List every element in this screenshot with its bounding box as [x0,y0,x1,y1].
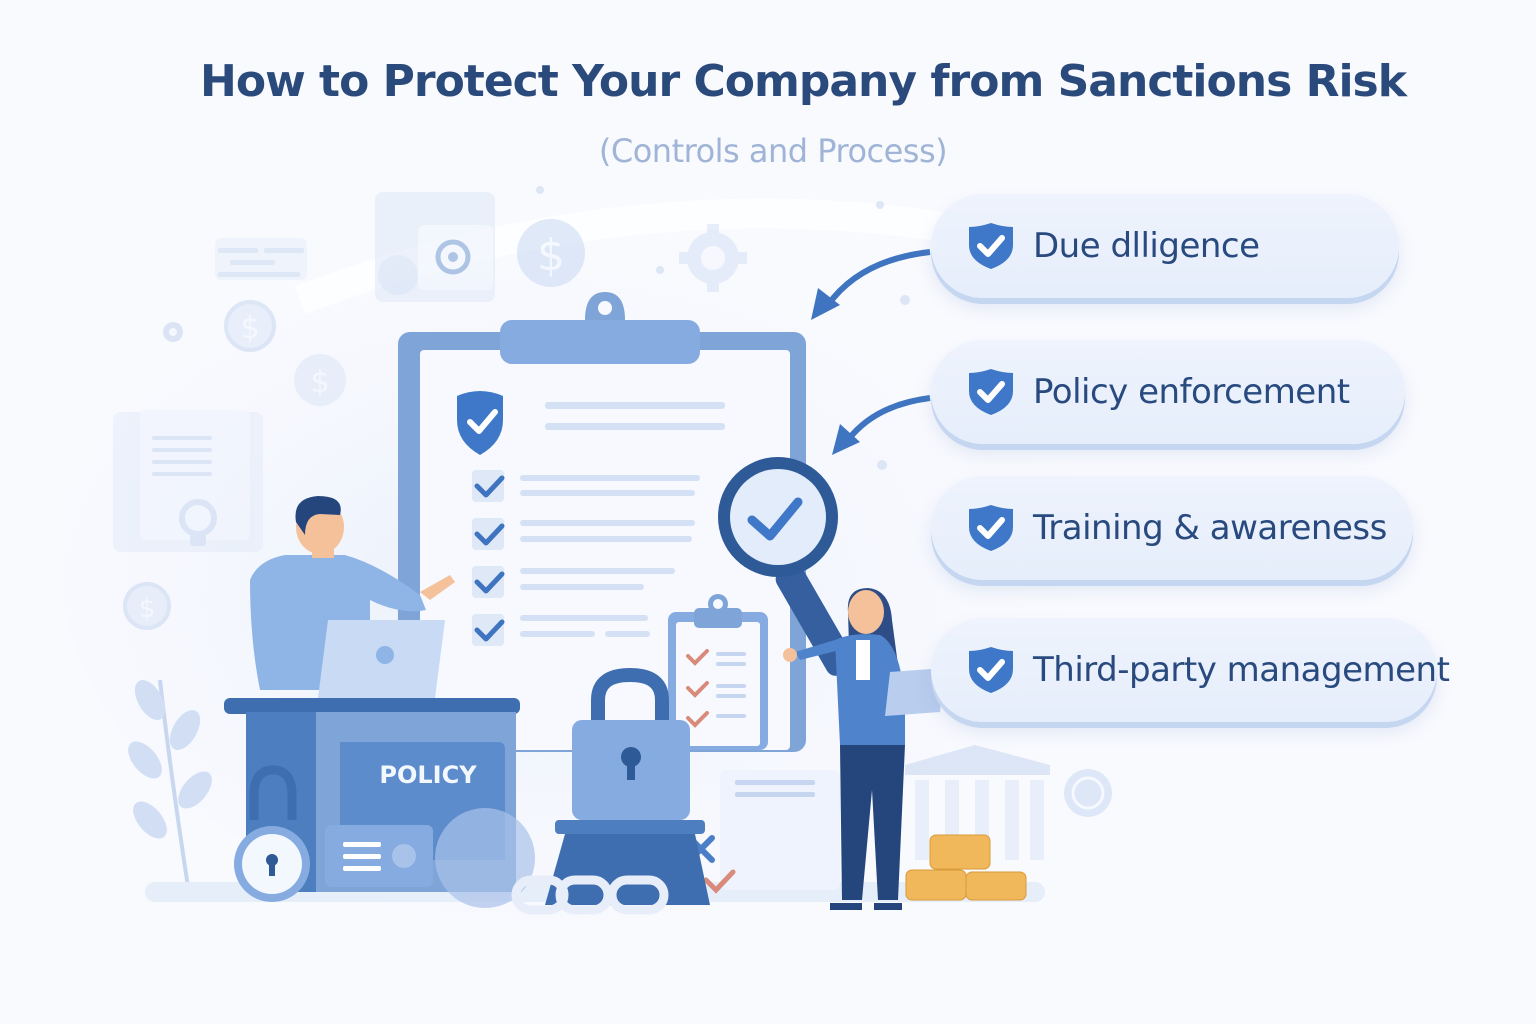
control-label: Due dlligence [1033,226,1260,266]
svg-text:$: $ [139,594,156,624]
shield-check-icon [969,369,1013,415]
arrowhead-1 [811,288,840,320]
policy-sign-text: POLICY [379,761,477,789]
faint-small-gear [163,322,183,342]
coin-faint-right [1064,769,1112,817]
man-figure [250,496,455,698]
control-pill-training-awareness: Training & awareness [931,476,1413,580]
woman-figure [783,588,945,910]
svg-text:$: $ [240,311,259,346]
page-title: How to Protect Your Company from Sanctio… [200,56,1407,107]
shield-check-icon [969,223,1013,269]
control-label: Policy enforcement [1033,372,1350,412]
arrow-to-magnifier [845,395,931,442]
arrowhead-2 [832,424,860,455]
padlock-left [234,765,310,902]
coin-stack [905,834,1027,901]
svg-text:$: $ [537,230,565,281]
faint-note-card [215,238,307,280]
control-pill-due-diligence: Due dlligence [931,194,1399,298]
faint-coin: $ [517,219,585,287]
control-label: Third-party management [1033,650,1450,690]
control-pill-policy-enforcement: Policy enforcement [931,340,1405,444]
arrow-to-clipboard [825,249,931,307]
faint-safe [375,192,495,302]
padlock-center [511,667,710,915]
control-pill-third-party-management: Third-party management [931,618,1450,722]
faint-globe [435,808,535,908]
shield-check-icon [969,647,1013,693]
faint-document [113,410,263,552]
faint-coin-left: $ $ $ [123,300,346,630]
svg-text:$: $ [310,365,329,400]
control-label: Training & awareness [1033,508,1387,548]
plant [128,679,212,901]
faint-gear [679,224,747,292]
small-clipboard [668,594,768,750]
shield-check-icon [969,505,1013,551]
page-subtitle: (Controls and Process) [598,132,948,170]
decor-stars [536,186,910,470]
